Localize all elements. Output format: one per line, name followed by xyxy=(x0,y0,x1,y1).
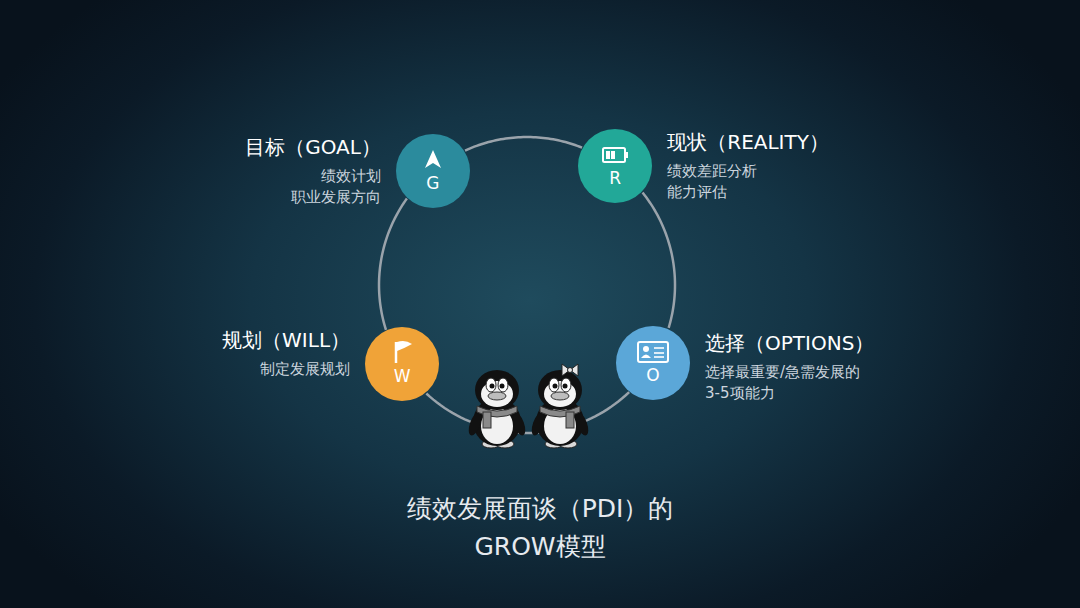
penguin xyxy=(529,364,591,448)
step-icon xyxy=(603,148,628,162)
grow-step-circle: R现状（REALITY）绩效差距分析 能力评估 xyxy=(577,128,653,204)
card-person xyxy=(643,346,649,352)
card-line xyxy=(654,356,664,358)
circle-fill xyxy=(578,129,652,203)
step-text-group: 选择（OPTIONS） 选择最重要/急需发展的 3-5项能力 xyxy=(705,331,874,404)
caption-text: 绩效发展面谈（PDI）的 GROW模型 xyxy=(390,490,690,566)
step-description: 绩效计划 职业发展方向 xyxy=(279,166,381,208)
step-heading: 选择（OPTIONS） xyxy=(705,331,874,355)
step-icon xyxy=(638,342,668,362)
ring-arc xyxy=(465,137,582,151)
circle-shape xyxy=(364,326,440,402)
grow-step-circle: W规划（WILL）制定发展规划 xyxy=(364,326,440,402)
card-person xyxy=(641,354,651,358)
circle-shape xyxy=(615,325,691,401)
step-letter: O xyxy=(615,365,691,385)
step-letter: G xyxy=(395,173,471,193)
flag-pole xyxy=(395,342,398,363)
circle-fill xyxy=(396,134,470,208)
ring-arc xyxy=(426,392,629,433)
step-text-group: 目标（GOAL） 绩效计划 职业发展方向 xyxy=(245,135,381,208)
ring-arc xyxy=(379,199,407,330)
card-icon xyxy=(638,342,668,362)
step-letter: R xyxy=(577,168,653,188)
grow-step-circle: O选择（OPTIONS）选择最重要/急需发展的 3-5项能力 xyxy=(615,325,691,401)
circle-shape xyxy=(577,128,653,204)
step-icon xyxy=(425,150,441,168)
caption-box: 绩效发展面谈（PDI）的 GROW模型 xyxy=(0,490,1080,566)
battery-tip xyxy=(625,152,628,158)
flag-icon xyxy=(397,341,412,351)
ring-arc xyxy=(643,193,675,328)
battery-cell xyxy=(606,151,610,159)
circle-fill xyxy=(365,327,439,401)
battery-icon xyxy=(603,148,625,162)
step-heading: 规划（WILL） xyxy=(222,328,350,352)
arrow-icon xyxy=(425,150,441,168)
step-icon xyxy=(396,341,412,363)
step-text-group: 规划（WILL） 制定发展规划 xyxy=(222,328,350,380)
battery-cell xyxy=(611,151,615,159)
step-heading: 现状（REALITY） xyxy=(667,130,829,154)
card-line xyxy=(654,352,664,354)
step-description: 选择最重要/急需发展的 3-5项能力 xyxy=(705,362,873,404)
step-text-group: 现状（REALITY） 绩效差距分析 能力评估 xyxy=(667,130,829,203)
grow-step-circle: G目标（GOAL）绩效计划 职业发展方向 xyxy=(395,133,471,209)
penguin xyxy=(466,370,528,448)
circle-fill xyxy=(616,326,690,400)
step-description: 制定发展规划 xyxy=(245,359,350,380)
circle-shape xyxy=(395,133,471,209)
card-line xyxy=(654,347,664,349)
step-description: 绩效差距分析 能力评估 xyxy=(667,161,769,203)
step-heading: 目标（GOAL） xyxy=(245,135,381,159)
step-letter: W xyxy=(364,366,440,386)
